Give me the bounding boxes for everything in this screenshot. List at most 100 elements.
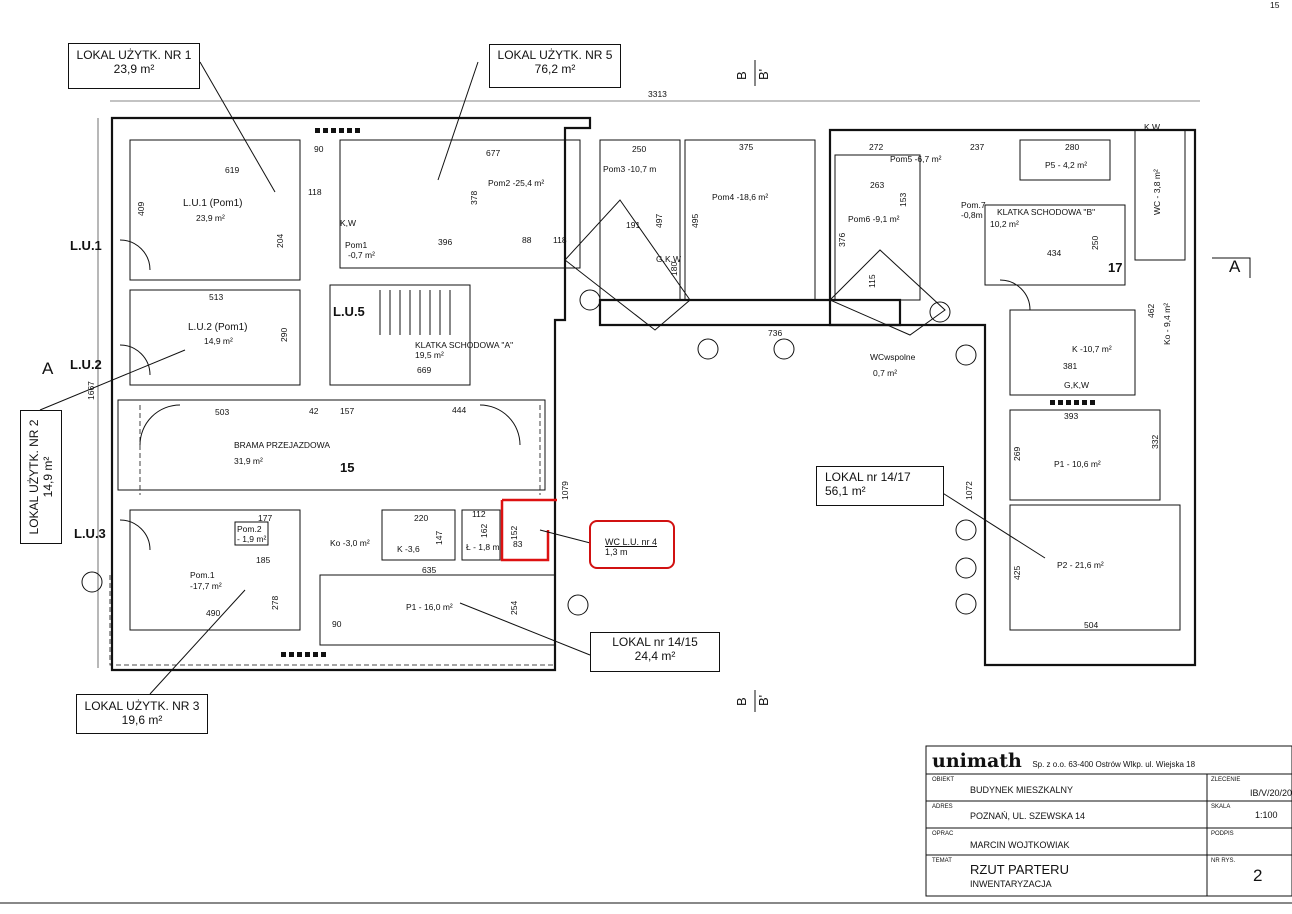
room-p5 bbox=[1019, 139, 1111, 181]
dim-393: 393 bbox=[1064, 411, 1078, 421]
dim-1079: 1079 bbox=[560, 481, 570, 500]
room-area-klatka-a: 19,5 m² bbox=[415, 350, 444, 360]
door-swing-gate-right bbox=[479, 404, 521, 446]
tag-17: 17 bbox=[1108, 260, 1122, 275]
staircase-b bbox=[984, 204, 1126, 286]
dim-504: 504 bbox=[1084, 620, 1098, 630]
dim-220: 220 bbox=[414, 513, 428, 523]
dim-669: 669 bbox=[417, 365, 431, 375]
callout-lu2-title: LOKAL UŻYTK. NR 2 bbox=[27, 419, 41, 535]
room-label-klatka-a: KLATKA SCHODOWA "A" bbox=[415, 340, 513, 350]
overall-width-value: 3313 bbox=[648, 89, 667, 99]
room-label-p1-16: P1 - 16,0 m² bbox=[406, 602, 453, 612]
callout-l1417-title: LOKAL nr 14/17 bbox=[825, 470, 911, 484]
room-area-brama: 31,9 m² bbox=[234, 456, 263, 466]
dim-191: 191 bbox=[626, 220, 640, 230]
callout-lu1: LOKAL UŻYTK. NR 1 23,9 m² bbox=[68, 43, 200, 89]
tb-skala-key: SKALA bbox=[1211, 804, 1231, 810]
title-block bbox=[0, 745, 1292, 904]
dim-396: 396 bbox=[438, 237, 452, 247]
tb-nrrys: 2 bbox=[1253, 866, 1263, 885]
room-label-pom7: Pom.7 bbox=[961, 200, 986, 210]
room-label-ko-30: Ko -3,0 m² bbox=[330, 538, 370, 548]
callout-lu2: LOKAL UŻYTK. NR 2 14,9 m² bbox=[20, 410, 62, 544]
tb-nrrys-key: NR RYS. bbox=[1211, 858, 1236, 864]
room-label-wc-wspolne: WCwspolne bbox=[870, 352, 916, 362]
company-name: unimath bbox=[932, 750, 1022, 772]
dim-88: 88 bbox=[522, 235, 532, 245]
callout-lu1-title: LOKAL UŻYTK. NR 1 bbox=[76, 48, 192, 62]
dim-495: 495 bbox=[690, 214, 700, 228]
section-bprime-top: B' bbox=[756, 69, 771, 80]
room-label-ko-94: Ko - 9,4 m² bbox=[1162, 303, 1172, 345]
room-label-brama: BRAMA PRZEJAZDOWA bbox=[234, 440, 330, 450]
door-swing-b bbox=[999, 279, 1031, 311]
room-k-36 bbox=[381, 509, 456, 561]
room-area-lu1: 23,9 m² bbox=[196, 213, 225, 223]
dim-177: 177 bbox=[258, 513, 272, 523]
tag-lu3: L.U.3 bbox=[74, 526, 106, 541]
dim-180: 180 bbox=[669, 262, 679, 276]
callout-lu3-area: 19,6 m² bbox=[121, 713, 163, 727]
tb-adres: POZNAŃ, UL. SZEWSKA 14 bbox=[970, 811, 1086, 821]
dim-269: 269 bbox=[1012, 447, 1022, 461]
dim-90: 90 bbox=[314, 144, 324, 154]
section-a-left: A bbox=[42, 359, 54, 378]
outer-wall-right-block bbox=[828, 128, 1197, 667]
tag-lu5: L.U.5 bbox=[333, 304, 365, 319]
door-swing-lu1 bbox=[119, 239, 151, 271]
callout-l1417-area: 56,1 m² bbox=[825, 484, 866, 498]
dim-290: 290 bbox=[279, 328, 289, 342]
callout-lu2-text: LOKAL UŻYTK. NR 2 14,9 m² bbox=[27, 411, 55, 543]
dim-118b: 118 bbox=[553, 235, 567, 245]
callout-wc: WC L.U. nr 4 1,3 m bbox=[589, 520, 675, 569]
dim-115: 115 bbox=[867, 274, 877, 288]
passage-dashed-lines bbox=[139, 405, 541, 495]
section-a-right: A bbox=[1229, 257, 1241, 276]
rear-wall bbox=[598, 298, 902, 327]
room-label-p2: P2 - 21,6 m² bbox=[1057, 560, 1104, 570]
callout-lu5-area: 76,2 m² bbox=[534, 62, 576, 76]
dim-250: 250 bbox=[632, 144, 646, 154]
diagonal-corridor-right bbox=[829, 249, 946, 336]
room-label-pom5: Pom5 -6,7 m² bbox=[890, 154, 942, 164]
dim-434: 434 bbox=[1047, 248, 1061, 258]
dim-409: 409 bbox=[136, 202, 146, 216]
dim-185: 185 bbox=[256, 555, 270, 565]
ventilation-blocks bbox=[281, 128, 1095, 657]
outer-wall-left-block bbox=[110, 116, 592, 672]
tb-zlecenie-key: ZLECENIE bbox=[1211, 777, 1241, 783]
callout-lu1-area: 23,9 m² bbox=[113, 62, 155, 76]
dim-254: 254 bbox=[509, 601, 519, 615]
room-label-wc-38: WC - 3,8 m² bbox=[1152, 169, 1162, 215]
tag-lu2: L.U.2 bbox=[70, 357, 102, 372]
callout-leaders bbox=[39, 61, 1046, 695]
dim-513: 513 bbox=[209, 292, 223, 302]
dim-677: 677 bbox=[486, 148, 500, 158]
room-label-pom3: Pom3 -10,7 m bbox=[603, 164, 656, 174]
callout-l1415-title: LOKAL nr 14/15 bbox=[612, 635, 698, 649]
room-area-wc-wspolne: 0,7 m² bbox=[873, 368, 897, 378]
room-label-p5: P5 - 4,2 m² bbox=[1045, 160, 1087, 170]
dim-250b: 250 bbox=[1090, 236, 1100, 250]
tb-temat-key: TEMAT bbox=[932, 858, 952, 864]
dim-204: 204 bbox=[275, 234, 285, 248]
dim-263: 263 bbox=[870, 180, 884, 190]
callout-lu3-title: LOKAL UŻYTK. NR 3 bbox=[84, 699, 200, 713]
dim-490: 490 bbox=[206, 608, 220, 618]
tag-15: 15 bbox=[340, 460, 354, 475]
tb-oprac-key: OPRAC bbox=[932, 831, 954, 837]
dim-381: 381 bbox=[1063, 361, 1077, 371]
dim-237: 237 bbox=[970, 142, 984, 152]
room-label-k-36: K -3,6 bbox=[397, 544, 420, 554]
dim-42: 42 bbox=[309, 406, 319, 416]
tb-temat2: INWENTARYZACJA bbox=[970, 879, 1052, 889]
dim-619: 619 bbox=[225, 165, 239, 175]
dim-147: 147 bbox=[434, 531, 444, 545]
dim-425: 425 bbox=[1012, 566, 1022, 580]
room-label-lu2: L.U.2 (Pom1) bbox=[188, 322, 247, 333]
room-label-p1-106: P1 - 10,6 m² bbox=[1054, 459, 1101, 469]
room-label-pom1-small: Pom1 bbox=[345, 240, 367, 250]
callout-l1417: LOKAL nr 14/17 56,1 m² bbox=[816, 466, 944, 506]
